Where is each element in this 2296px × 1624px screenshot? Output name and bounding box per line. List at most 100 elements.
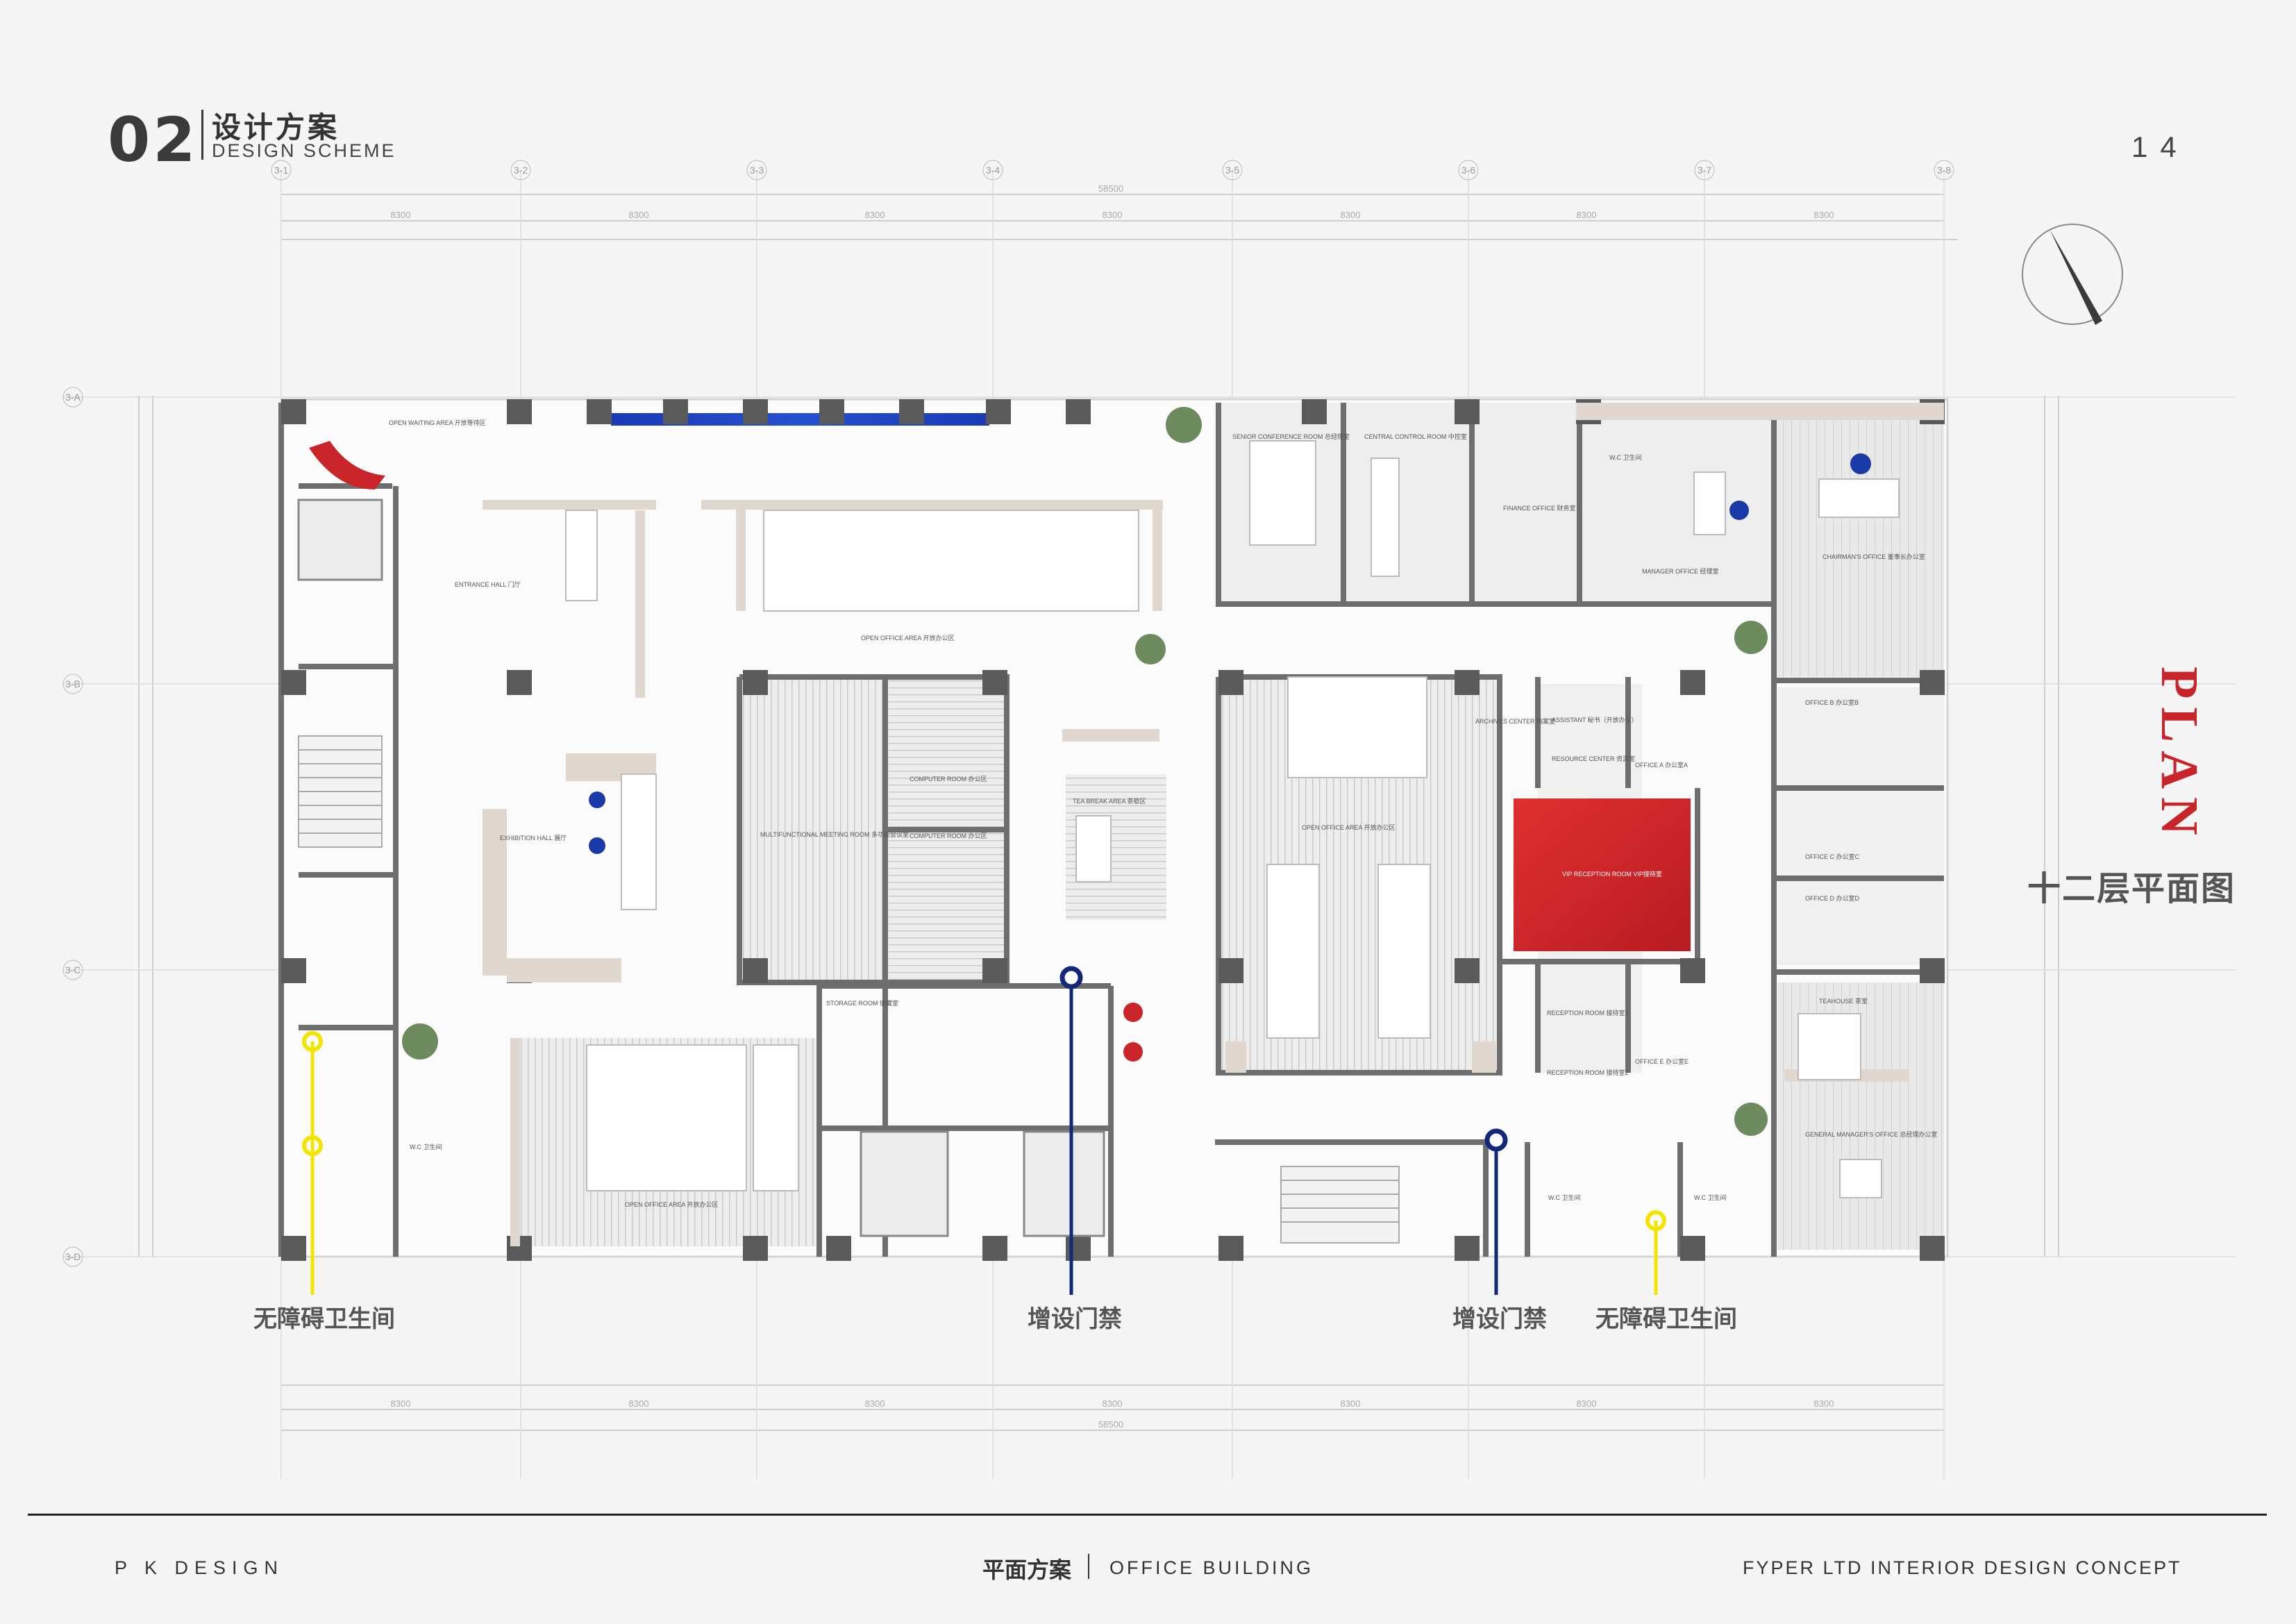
vip-red-rug (1514, 798, 1691, 951)
blue-glass-band (611, 413, 989, 426)
room-label: OFFICE D 办公室D (1805, 894, 1859, 902)
room-label: CHAIRMAN'S OFFICE 董事长办公室 (1822, 553, 1925, 560)
blue-chair-1 (589, 792, 605, 808)
blue-chair-2 (589, 837, 605, 854)
room-label: RECEPTION ROOM 接待室1 (1547, 1009, 1629, 1016)
room-label: ASSISTANT 秘书（开放办公） (1552, 716, 1638, 723)
room-label: MANAGER OFFICE 经理室 (1642, 567, 1719, 575)
room-label: OPEN OFFICE AREA 开放办公区 (1302, 823, 1396, 831)
svg-text:8300: 8300 (629, 210, 649, 220)
axis-col-label: 3-5 (1225, 165, 1239, 176)
room-label: RESOURCE CENTER 资源室 (1552, 755, 1635, 762)
elevators (297, 499, 1105, 1237)
room-label: ARCHIVES CENTER 档案室 (1475, 717, 1555, 725)
red-chair-2 (1123, 1042, 1143, 1062)
room-label: COMPUTER ROOM 办公区 (910, 832, 987, 839)
axis-row-label: 3-B (65, 678, 81, 689)
room-label: SENIOR CONFERENCE ROOM 总经理室 (1232, 433, 1350, 440)
blue-chair-4 (1729, 501, 1749, 520)
room-label: OFFICE B 办公室B (1805, 698, 1859, 706)
room-label: W.C 卫生间 (1609, 453, 1642, 461)
axis-col-label: 3-3 (750, 165, 764, 176)
left-dimension-lines (138, 396, 153, 1257)
room-label: STORAGE ROOM 储藏室 (826, 999, 898, 1007)
room-label: TEA BREAK AREA 茶歇区 (1073, 797, 1146, 805)
dimension-text: 58500 8300 8300 8300 8300 8300 8300 8300… (391, 183, 1834, 1430)
callout-access-control-1: 增设门禁 (1028, 1306, 1122, 1332)
axis-col-label: 3-2 (514, 165, 528, 176)
footer-center-en: OFFICE BUILDING (1109, 1557, 1314, 1578)
svg-text:8300: 8300 (1577, 1398, 1597, 1409)
workstations (565, 440, 1900, 1198)
footer-center-divider (1088, 1554, 1089, 1579)
room-label: OPEN OFFICE AREA 开放办公区 (625, 1200, 719, 1208)
axis-col-label: 3-6 (1461, 165, 1475, 176)
room-labels: OPEN WAITING AREA 开放等待区 ENTRANCE HALL 门厅… (389, 419, 1937, 1208)
section-title-en: DESIGN SCHEME (212, 140, 396, 161)
svg-text:8300: 8300 (1814, 210, 1834, 220)
structural-columns (281, 399, 1945, 1261)
room-label: VIP RECEPTION ROOM VIP接待室 (1562, 870, 1662, 878)
room-label: OPEN OFFICE AREA 开放办公区 (861, 634, 955, 642)
room-label: RECEPTION ROOM 接待室2 (1547, 1069, 1629, 1076)
plants (402, 407, 1768, 1136)
page-number: 14 (2131, 131, 2189, 163)
room-label: ENTRANCE HALL 门厅 (455, 580, 521, 588)
top-dimension-lines (281, 194, 1958, 240)
dim-top-total: 58500 (1098, 183, 1123, 194)
dim-bottom-total: 58500 (1098, 1419, 1123, 1430)
plan-word: PLAN (2150, 667, 2209, 844)
svg-text:8300: 8300 (1103, 210, 1123, 220)
stairs (298, 735, 1400, 1244)
blue-chair-3 (1850, 453, 1871, 474)
callout-access-control-2: 增设门禁 (1452, 1306, 1547, 1332)
room-label: OFFICE E 办公室E (1635, 1057, 1689, 1065)
axis-col-label: 3-8 (1937, 165, 1951, 176)
footer-center-cn: 平面方案 (982, 1557, 1072, 1582)
svg-text:8300: 8300 (1577, 210, 1597, 220)
red-chair-1 (1123, 1003, 1143, 1022)
svg-text:8300: 8300 (391, 210, 411, 220)
room-label: MULTIFUNCTIONAL MEETING ROOM 多功能会议室 (760, 830, 909, 838)
room-label: W.C 卫生间 (1694, 1194, 1727, 1201)
svg-text:8300: 8300 (391, 1398, 411, 1409)
room-label: OPEN WAITING AREA 开放等待区 (389, 419, 486, 426)
footer-studio: P K DESIGN (115, 1557, 285, 1578)
footer-divider (28, 1514, 2267, 1516)
svg-text:8300: 8300 (865, 210, 885, 220)
section-title-cn: 设计方案 (212, 111, 340, 144)
floor-title: 十二层平面图 (2027, 871, 2236, 907)
access-markers (302, 966, 1666, 1295)
svg-text:8300: 8300 (865, 1398, 885, 1409)
room-label: CENTRAL CONTROL ROOM 中控室 (1364, 433, 1467, 440)
room-label: OFFICE A 办公室A (1635, 761, 1688, 769)
svg-text:8300: 8300 (1341, 1398, 1361, 1409)
axis-col-label: 3-7 (1698, 165, 1711, 176)
axis-row-label: 3-D (65, 1251, 81, 1262)
room-label: COMPUTER ROOM 办公区 (910, 775, 987, 782)
svg-text:8300: 8300 (1103, 1398, 1123, 1409)
axis-col-label: 3-4 (986, 165, 1000, 176)
footer-project: FYPER LTD INTERIOR DESIGN CONCEPT (1743, 1557, 2182, 1578)
section-number: 02 (108, 104, 199, 176)
room-label: OFFICE C 办公室C (1805, 853, 1859, 860)
room-label: EXHIBITION HALL 展厅 (500, 835, 567, 842)
axis-bubbles: 3-1 3-2 3-3 3-4 3-5 3-6 3-7 3-8 3-A 3-B … (62, 160, 1954, 1267)
svg-text:8300: 8300 (1341, 210, 1361, 220)
axis-col-label: 3-1 (274, 165, 288, 176)
axis-row-label: 3-A (65, 392, 81, 403)
callout-accessible-toilet-left: 无障碍卫生间 (253, 1306, 395, 1332)
room-label: GENERAL MANAGER'S OFFICE 总经理办公室 (1805, 1130, 1937, 1138)
svg-text:8300: 8300 (629, 1398, 649, 1409)
svg-text:8300: 8300 (1814, 1398, 1834, 1409)
north-arrow-icon (2022, 224, 2123, 325)
reception-red-sofa (309, 441, 385, 489)
room-label: TEAHOUSE 茶室 (1819, 997, 1868, 1005)
room-label: W.C 卫生间 (410, 1143, 442, 1150)
room-label: W.C 卫生间 (1548, 1194, 1581, 1201)
callout-accessible-toilet-right: 无障碍卫生间 (1595, 1306, 1737, 1332)
bottom-dimension-lines (281, 1384, 1944, 1431)
title-divider (201, 110, 203, 160)
right-dimension-lines (2044, 396, 2059, 1257)
